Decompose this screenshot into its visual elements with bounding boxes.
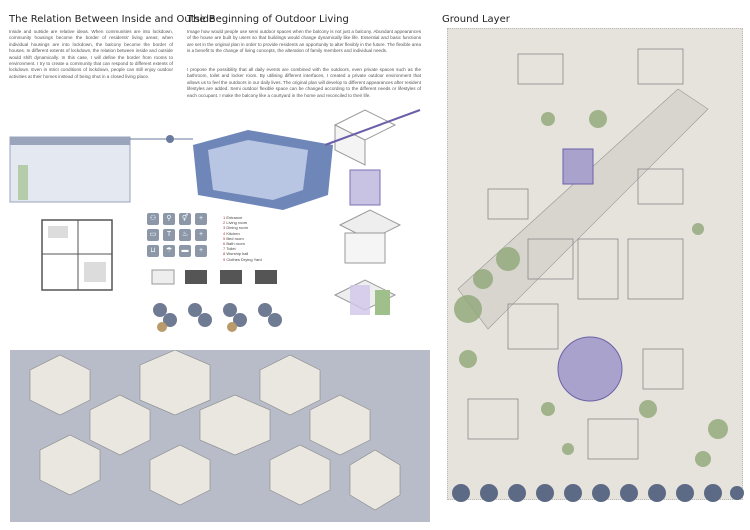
cooking-icon: ♨ bbox=[179, 229, 191, 241]
legend-item: Entrance bbox=[223, 215, 262, 220]
legend-item: Bed room bbox=[223, 236, 262, 241]
floor-plan bbox=[41, 219, 113, 291]
activity-icon bbox=[508, 484, 526, 502]
room-legend: Entrance Living room Dining room Kitchen… bbox=[223, 215, 262, 262]
shirt-icon: T bbox=[163, 229, 175, 241]
add-icon: + bbox=[195, 245, 207, 257]
activity-icon bbox=[480, 484, 498, 502]
toilet-icon: ⊔ bbox=[147, 245, 159, 257]
middle-title: The Beginning of Outdoor Living bbox=[187, 14, 349, 25]
add-icon: + bbox=[195, 213, 207, 225]
middle-paragraph-2: I propose the possibility that all daily… bbox=[187, 67, 421, 98]
legend-item: Toilet bbox=[223, 246, 262, 251]
left-title: The Relation Between Inside and Outside bbox=[9, 14, 216, 25]
family-icon: ⚇ bbox=[147, 213, 159, 225]
ground-layer-site-plan bbox=[447, 28, 743, 500]
activity-icon bbox=[704, 484, 722, 502]
legend-item: Living room bbox=[223, 220, 262, 225]
bathtub-icon: ▭ bbox=[147, 229, 159, 241]
right-title: Ground Layer bbox=[442, 14, 510, 25]
legend-item: Bath room bbox=[223, 241, 262, 246]
activity-icon bbox=[730, 486, 744, 500]
activity-icon bbox=[620, 484, 638, 502]
activity-icon bbox=[592, 484, 610, 502]
legend-item: Clothes Drying Yard bbox=[223, 257, 261, 262]
module-combination-diagrams bbox=[151, 269, 282, 332]
legend-item: Worship hall bbox=[223, 251, 262, 256]
interior-vignettes-panel bbox=[10, 349, 430, 522]
add-icon: + bbox=[195, 229, 207, 241]
activity-icon bbox=[536, 484, 554, 502]
activity-icon bbox=[676, 484, 694, 502]
left-body: Inside and outside are relative ideas. W… bbox=[9, 29, 173, 79]
bicycle-icon: ⚲ bbox=[163, 213, 175, 225]
exploded-axonometric-diagrams bbox=[325, 109, 421, 315]
middle-paragraph-1: Image how would people use semi outdoor … bbox=[187, 29, 421, 54]
section-diagram bbox=[9, 130, 333, 210]
restroom-icon: ⚥ bbox=[179, 213, 191, 225]
activity-icon bbox=[648, 484, 666, 502]
legend-item: Kitchen bbox=[223, 231, 262, 236]
legend-item: Dining room bbox=[223, 225, 262, 230]
interior-vignettes bbox=[29, 349, 401, 511]
shower-icon: ☂ bbox=[163, 245, 175, 257]
activity-icon bbox=[452, 484, 470, 502]
bed-icon: ▬ bbox=[179, 245, 191, 257]
site-plan-drawing bbox=[454, 48, 728, 467]
activity-icon bbox=[564, 484, 582, 502]
